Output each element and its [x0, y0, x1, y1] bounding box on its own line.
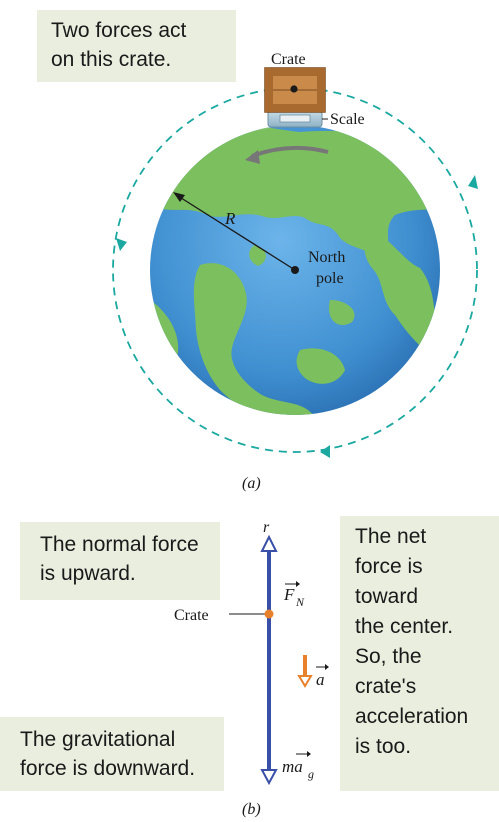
scale: [267, 110, 323, 128]
earth-globe: [150, 123, 440, 415]
callout-line: toward: [355, 585, 419, 608]
normal-force-subscript: N: [295, 595, 305, 609]
normal-force-arrowhead-icon: [260, 534, 278, 552]
caption-a: (a): [242, 475, 261, 492]
callout-line: force is: [355, 555, 423, 578]
axis-r-label: r: [263, 519, 270, 536]
rotation-arrowhead-icon: [245, 150, 260, 164]
accel-label: a: [316, 670, 325, 689]
orbit-arrow-right: [468, 175, 478, 189]
callout-line: The net: [355, 525, 427, 548]
radius-label: R: [224, 209, 236, 228]
callout-line: on this crate.: [51, 48, 172, 71]
crate-label-b: Crate: [174, 607, 209, 624]
callout-net-force: The net force is toward the center. So, …: [340, 516, 499, 791]
callout-line: crate's: [355, 675, 417, 698]
callout-line: The gravitational: [20, 728, 176, 751]
callout-line: The normal force: [40, 533, 199, 556]
callout-line: acceleration: [355, 705, 469, 728]
scale-label: Scale: [330, 111, 365, 128]
callout-line: So, the: [355, 645, 422, 668]
vector-arrow-icon: [307, 751, 311, 757]
crate-point: [264, 609, 274, 619]
north-pole-label: pole: [316, 270, 344, 287]
crate-center-dot: [290, 85, 298, 93]
callout-line: Two forces act: [51, 19, 187, 42]
caption-b: (b): [242, 801, 261, 818]
crate-label: Crate: [271, 51, 306, 68]
accel-arrowhead-icon: [297, 675, 313, 688]
orbit-arrow-bottom: [320, 445, 330, 458]
callout-normal-force: The normal force is upward.: [20, 522, 220, 600]
callout-line: is upward.: [40, 562, 136, 585]
north-pole-label: North: [308, 249, 345, 266]
radius-arrowhead-icon: [173, 192, 185, 202]
radius-line: [177, 195, 296, 271]
normal-force-label: F: [283, 585, 295, 604]
grav-force-label: ma: [282, 757, 303, 776]
callout-two-forces: Two forces act on this crate.: [37, 10, 236, 82]
callout-gravitational-force: The gravitational force is downward.: [0, 717, 224, 791]
callout-line: the center.: [355, 615, 454, 638]
callout-line: force is downward.: [20, 757, 196, 780]
rotation-arrow: [251, 145, 329, 158]
vector-arrow-icon: [296, 581, 300, 587]
orbit-arrow-left: [116, 238, 127, 251]
grav-force-arrowhead-icon: [260, 769, 278, 786]
grav-force-subscript: g: [308, 767, 314, 781]
north-pole-dot: [291, 266, 299, 274]
vector-arrow-icon: [325, 664, 329, 670]
callout-line: is too.: [355, 735, 412, 758]
